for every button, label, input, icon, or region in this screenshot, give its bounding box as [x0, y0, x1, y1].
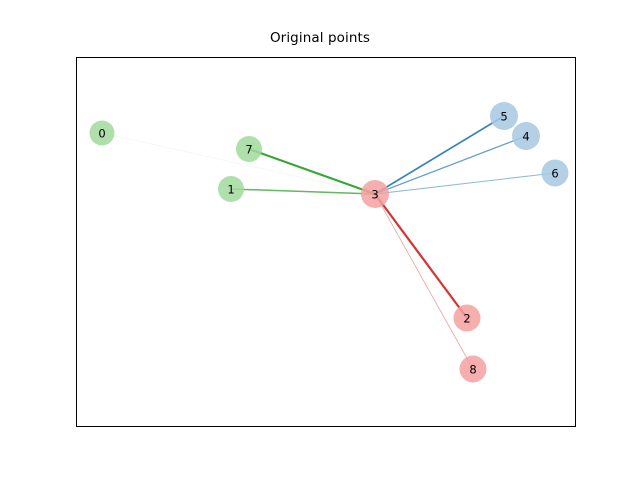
node-marker-0[interactable]	[89, 120, 115, 146]
edges-layer	[101, 115, 556, 370]
graph-edge-3-4	[374, 135, 527, 195]
graph-node-7[interactable]: 7	[236, 136, 262, 162]
graph-node-6[interactable]: 6	[541, 159, 569, 187]
graph-node-2[interactable]: 2	[453, 304, 481, 332]
node-marker-8[interactable]	[459, 355, 487, 383]
graph-edge-0-3	[101, 132, 376, 195]
page-title: Original points	[269, 30, 371, 46]
graph-edge-3-6	[374, 172, 556, 195]
graph-edge-3-5	[374, 115, 505, 195]
graph-edge-7-3	[247, 147, 377, 196]
graph-edge-3-2	[373, 192, 469, 320]
node-marker-4[interactable]	[512, 122, 540, 150]
graph-edge-1-3	[230, 188, 376, 195]
node-marker-7[interactable]	[236, 136, 262, 162]
graph-node-1[interactable]: 1	[218, 176, 244, 202]
node-marker-6[interactable]	[541, 159, 569, 187]
node-marker-3[interactable]	[361, 180, 389, 208]
graph-node-4[interactable]: 4	[512, 122, 540, 150]
node-marker-2[interactable]	[453, 304, 481, 332]
graph-edge-3-8	[374, 193, 474, 370]
graph-node-8[interactable]: 8	[459, 355, 487, 383]
node-marker-5[interactable]	[490, 102, 518, 130]
graph-node-0[interactable]: 0	[89, 120, 115, 146]
graph-node-5[interactable]: 5	[490, 102, 518, 130]
graph-node-3[interactable]: 3	[361, 180, 389, 208]
node-marker-1[interactable]	[218, 176, 244, 202]
